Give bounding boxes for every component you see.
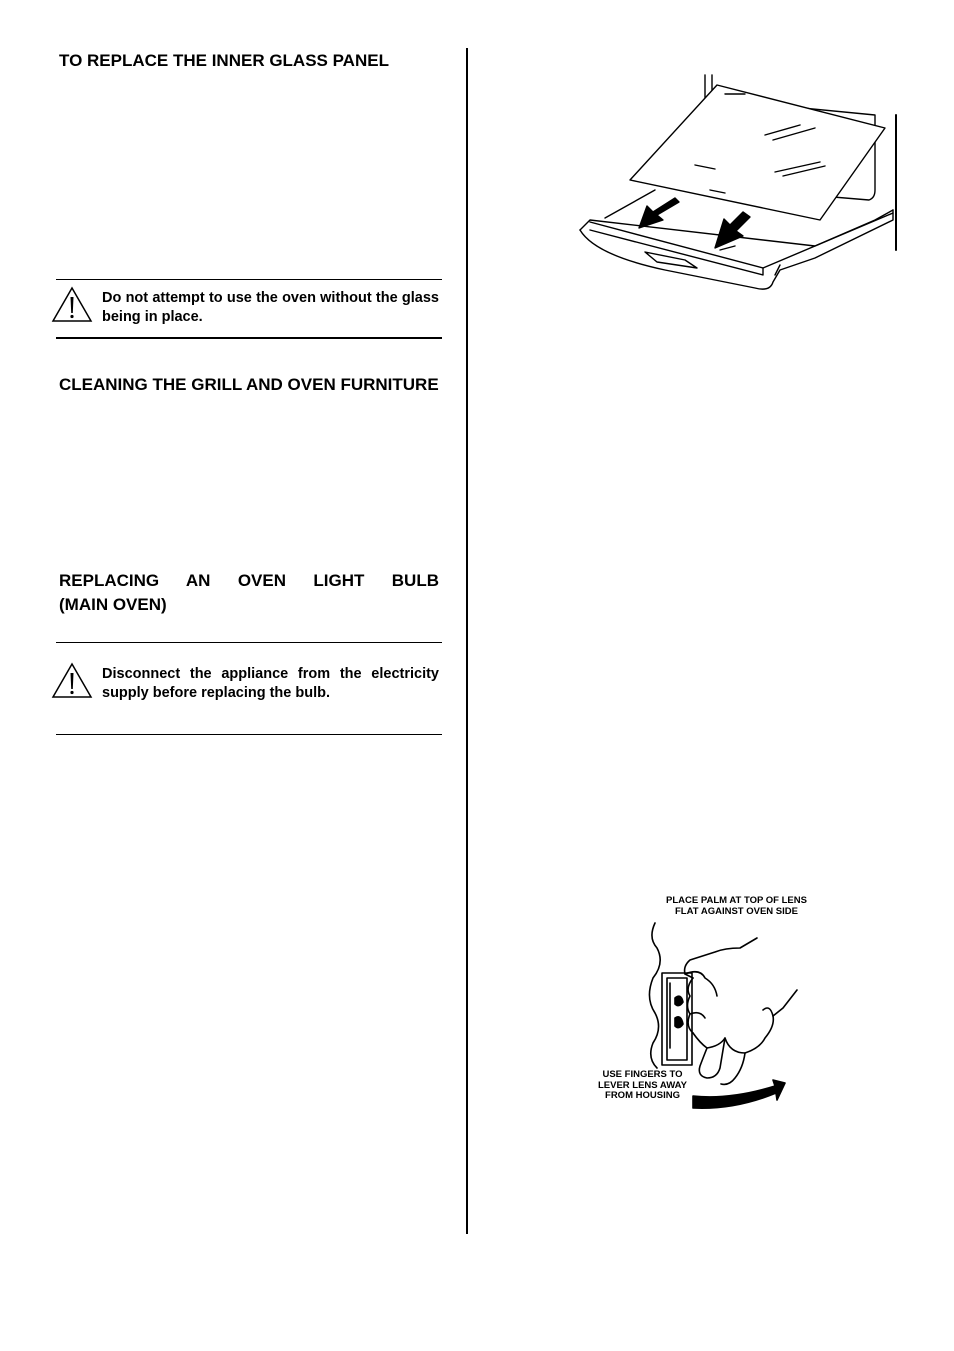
warning-rule-bottom (56, 734, 442, 735)
oven-light-lens-removal-illustration (648, 922, 798, 1110)
warning-rule-top (56, 642, 442, 643)
lens-caption-bottom: USE FINGERS TO LEVER LENS AWAY FROM HOUS… (597, 1069, 688, 1101)
warning-rule-top (56, 279, 442, 280)
oven-door-glass-panel-illustration (579, 74, 897, 290)
warning-bulb-text: Disconnect the appliance from the electr… (102, 666, 439, 701)
warning-rule-bottom (56, 337, 442, 339)
lens-caption-top: PLACE PALM AT TOP OF LENS FLAT AGAINST O… (666, 895, 807, 917)
heading-light-bulb-line1: REPLACING AN OVEN LIGHT BULB (59, 571, 439, 590)
warning-triangle-icon (51, 662, 93, 698)
warning-triangle-icon (51, 286, 93, 322)
column-divider (466, 48, 468, 1234)
warning-glass-text: Do not attempt to use the oven without t… (102, 290, 439, 325)
heading-inner-glass-panel: TO REPLACE THE INNER GLASS PANEL (59, 51, 389, 70)
heading-cleaning-grill: CLEANING THE GRILL AND OVEN FURNITURE (59, 375, 439, 394)
heading-light-bulb-line2: (MAIN OVEN) (59, 595, 167, 614)
